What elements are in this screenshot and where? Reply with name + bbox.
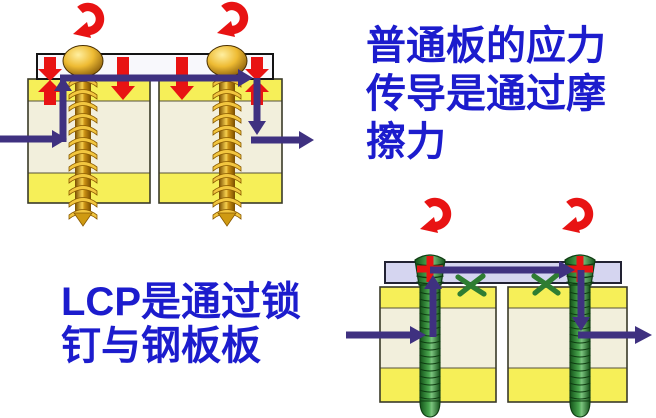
force-path-arrow [346, 261, 652, 344]
rotation-arrow-icon [562, 202, 589, 233]
caption-lcp-mechanism: LCP是通过锁钉与钢板板 [61, 280, 319, 368]
caption-lcp-latin: LCP [61, 280, 141, 324]
conventional-plate-diagram [0, 0, 314, 235]
rotation-arrow-icon [73, 7, 100, 38]
bone-fragment-right [507, 286, 628, 403]
caption-lcp-rest: 是通过锁钉与钢板板 [61, 279, 301, 368]
force-path-arrow [0, 69, 314, 149]
rotation-arrow-icon [217, 6, 244, 37]
lcp-diagram [346, 193, 652, 418]
no-contact-x-mark [531, 272, 561, 296]
no-contact-x-mark [455, 273, 487, 297]
rotation-arrow-icon [420, 202, 447, 233]
locked-plus-mark [567, 256, 593, 282]
caption-friction-mechanism: 普通板的应力传导是通过摩擦力 [366, 23, 606, 164]
